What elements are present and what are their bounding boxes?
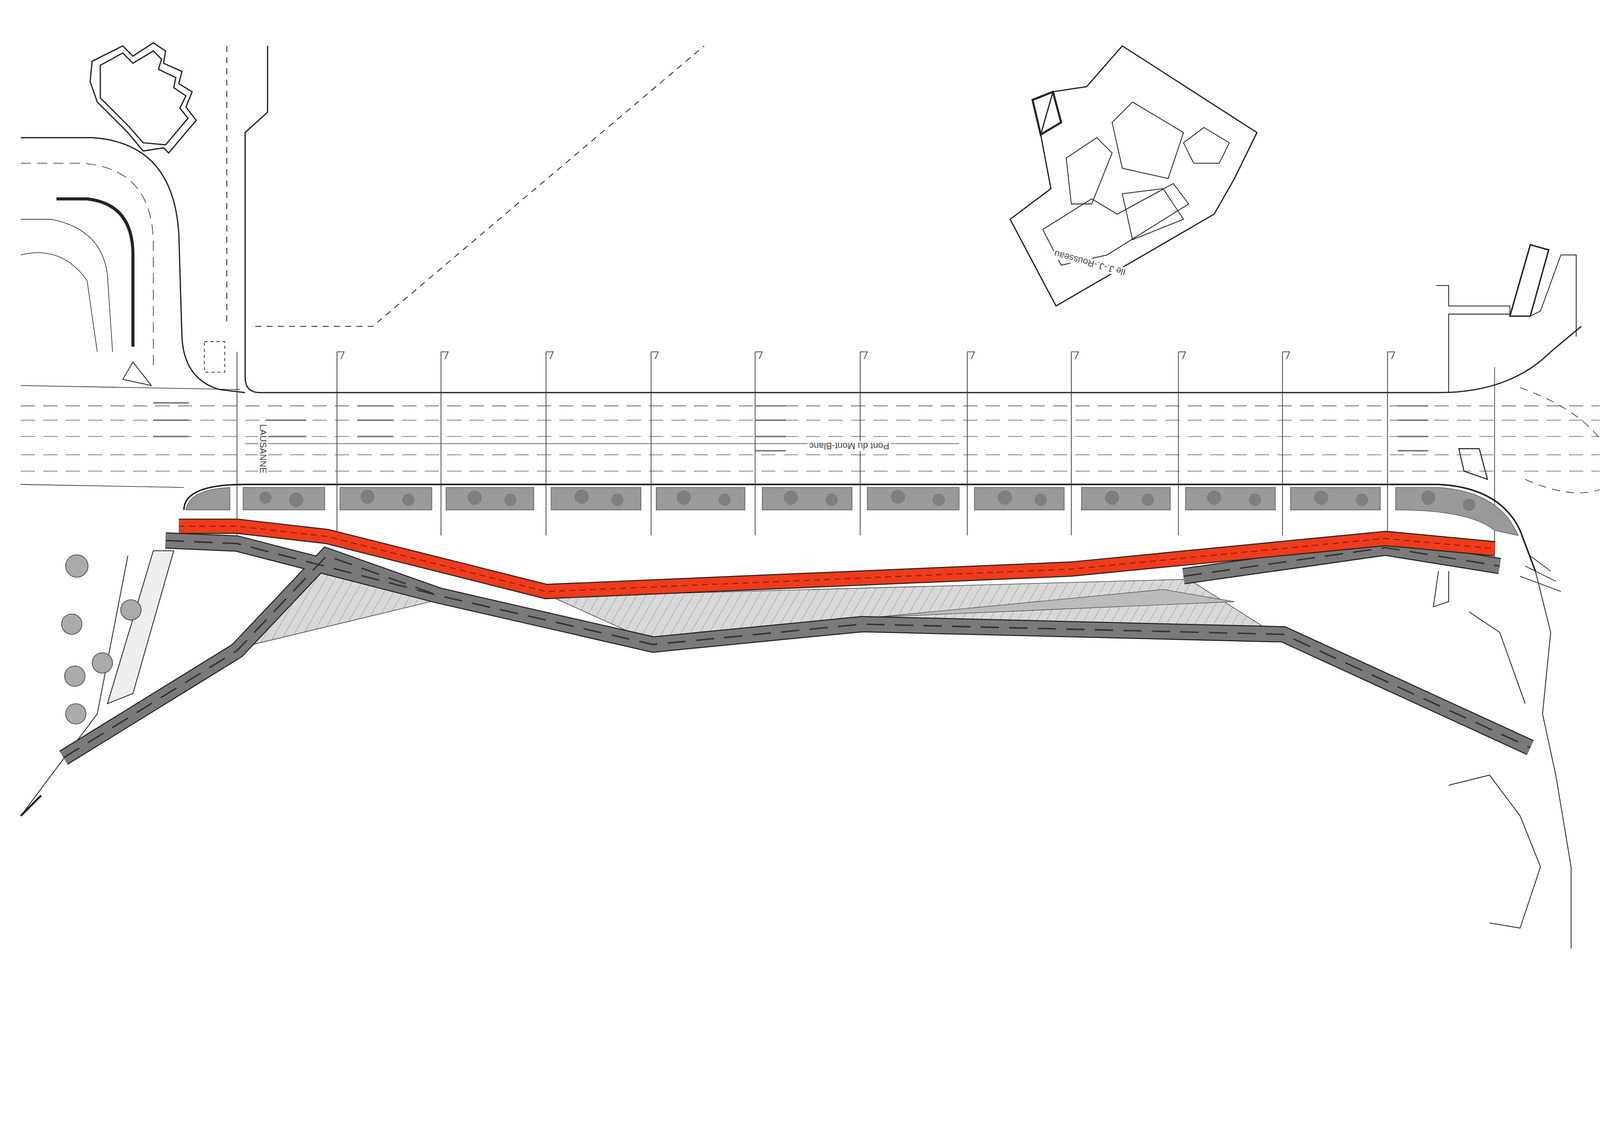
plan-label: LAUSANNE [258,422,269,475]
plan-label: Pont du Mont-Blanc [807,441,891,452]
plan-label: Ile J.-J.-Rousseau [1051,248,1128,279]
